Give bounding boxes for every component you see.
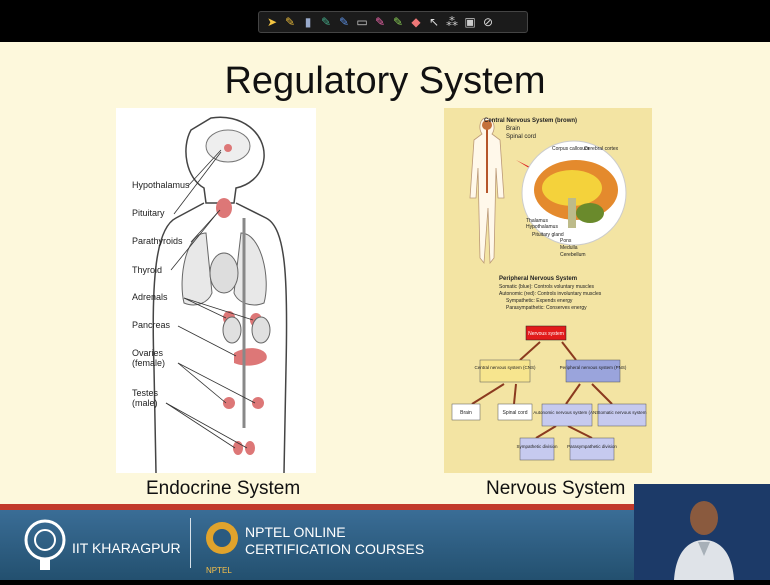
flow-sympathetic: Sympathetic division	[516, 444, 558, 449]
nervous-caption: Nervous System	[486, 478, 625, 500]
svg-text:(female): (female)	[132, 358, 165, 368]
nervous-diagram: Central Nervous System (brown) Brain Spi…	[444, 108, 652, 473]
flow-parasympathetic: Parasympathetic division	[567, 444, 617, 449]
pns-line-parasympathetic: Parasympathetic: Conserves energy	[506, 305, 587, 311]
thyroid-gland	[216, 198, 232, 218]
pen-icon[interactable]: ✎	[281, 13, 299, 31]
flow-spinal: Spinal cord	[502, 410, 527, 416]
highlighter-icon[interactable]: ▮	[299, 13, 317, 31]
label-pancreas: Pancreas	[132, 320, 171, 330]
pns-title: Peripheral Nervous System	[499, 276, 577, 282]
pns-line-autonomic: Autonomic (red): Controls involuntary mu…	[499, 291, 602, 297]
flow-cns: Central nervous system (CNS)	[474, 365, 536, 370]
slide-title: Regulatory System	[0, 60, 770, 103]
eraser-icon[interactable]: ▭	[353, 13, 371, 31]
nervous-figure: Central Nervous System (brown) Brain Spi…	[444, 108, 652, 473]
pns-line-somatic: Somatic (blue): Controls voluntary muscl…	[499, 284, 595, 290]
endocrine-caption: Endocrine System	[146, 478, 300, 500]
pen2-icon[interactable]: ✎	[317, 13, 335, 31]
top-bar: ➤ ✎ ▮ ✎ ✎ ▭ ✎ ✎ ◆ ↖ ⁂ ▣ ⊘	[0, 0, 770, 42]
lasso-icon[interactable]: ✎	[371, 13, 389, 31]
endocrine-diagram: Hypothalamus Pituitary Parathyroids Thyr…	[116, 108, 316, 473]
flow-root: Nervous system	[528, 331, 564, 337]
flow-somatic: Somatic nervous system	[597, 410, 646, 415]
flow-pns: Peripheral nervous system (PNS)	[560, 365, 627, 370]
nptel-small: NPTEL	[206, 566, 232, 575]
pointer-icon[interactable]: ➤	[263, 13, 281, 31]
pencil-icon[interactable]: ✎	[389, 13, 407, 31]
pns-line-sympathetic: Sympathetic: Expends energy	[506, 298, 573, 304]
marker-icon[interactable]: ✎	[335, 13, 353, 31]
cns-brain: Brain	[506, 126, 520, 132]
label-medulla: Medulla	[560, 245, 578, 251]
iit-text: IIT KHARAGPUR	[72, 540, 181, 556]
label-testes: Testes	[132, 388, 159, 398]
endocrine-figure: Hypothalamus Pituitary Parathyroids Thyr…	[116, 108, 316, 473]
cns-spinal: Spinal cord	[506, 134, 536, 140]
nptel-text: NPTEL ONLINE CERTIFICATION COURSES	[245, 524, 424, 558]
presenter-video	[634, 484, 770, 580]
label-pituitary: Pituitary	[132, 208, 165, 218]
label-ovaries: Ovaries	[132, 348, 164, 358]
laser-icon[interactable]: ↖	[425, 13, 443, 31]
presenter-figure	[634, 484, 770, 580]
label-cerebellum: Cerebellum	[560, 252, 586, 258]
label-thyroid: Thyroid	[132, 265, 162, 275]
nptel-logo-icon	[203, 518, 241, 562]
label-adrenals: Adrenals	[132, 292, 168, 302]
label-hypothalamus: Hypothalamus	[132, 180, 190, 190]
cns-title: Central Nervous System (brown)	[484, 118, 577, 124]
nptel-line1: NPTEL ONLINE	[245, 524, 424, 541]
label-pons: Pons	[560, 238, 572, 244]
screen-icon[interactable]: ▣	[461, 13, 479, 31]
flow-autonomic: Autonomic nervous system (ANS)	[533, 410, 601, 415]
annotation-toolbar: ➤ ✎ ▮ ✎ ✎ ▭ ✎ ✎ ◆ ↖ ⁂ ▣ ⊘	[258, 11, 528, 33]
svg-text:(male): (male)	[132, 398, 158, 408]
label-cerebral-cortex: Cerebral cortex	[584, 146, 619, 152]
label-parathyroids: Parathyroids	[132, 236, 183, 246]
flow-brain: Brain	[460, 410, 472, 416]
shape-icon[interactable]: ◆	[407, 13, 425, 31]
label-hypothalamus-brain: Hypothalamus	[526, 224, 558, 230]
nptel-line2: CERTIFICATION COURSES	[245, 541, 424, 558]
hypothalamus-gland	[224, 144, 232, 152]
iit-logo-icon	[22, 516, 68, 574]
text-icon[interactable]: ⁂	[443, 13, 461, 31]
clear-icon[interactable]: ⊘	[479, 13, 497, 31]
footer-separator	[190, 518, 191, 568]
